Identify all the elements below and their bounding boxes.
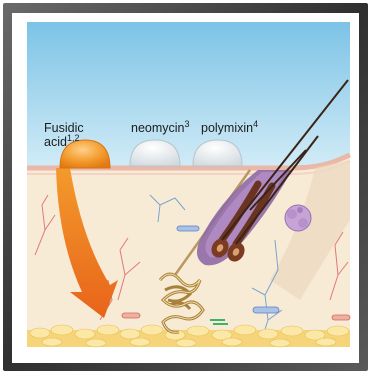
neomycin-reference: 3 xyxy=(185,119,190,129)
polymixin-reference: 4 xyxy=(253,119,258,129)
fusidic-acid-label: Fusidic acid1,2 xyxy=(44,121,84,149)
polymixin-label: polymixin4 xyxy=(201,121,258,135)
neomycin-label: neomycin3 xyxy=(131,121,190,135)
sebaceous-gland xyxy=(285,205,311,231)
fusidic-acid-reference: 1,2 xyxy=(67,133,80,143)
